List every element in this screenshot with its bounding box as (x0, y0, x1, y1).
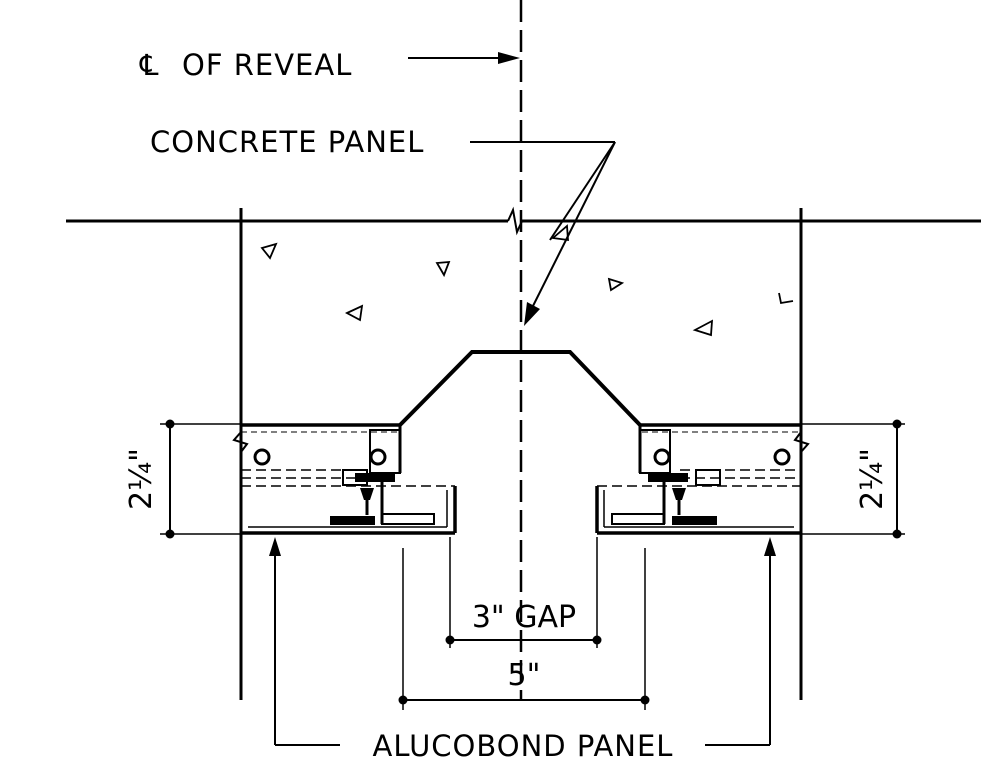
centerline-label: OF REVEAL (182, 48, 352, 82)
right-panel-assembly (595, 423, 810, 535)
concrete-panel-label: CONCRETE PANEL (150, 125, 424, 159)
right-height-dimension (801, 419, 905, 539)
gap-label: 3" GAP (472, 600, 576, 635)
width-label: 5" (508, 658, 541, 693)
gap-dimension (445, 537, 602, 648)
left-panel-assembly (232, 423, 457, 535)
reveal-form (398, 350, 642, 427)
left-height-label: 2¼" (124, 448, 159, 510)
left-height-dimension (160, 419, 241, 539)
right-bolt-inner (653, 448, 671, 466)
concrete-leader-arrowhead (524, 302, 540, 326)
right-bracket-break (793, 431, 810, 453)
concrete-leader-upper (549, 141, 616, 241)
centerline-arrowhead (498, 52, 520, 64)
centerline-symbol: ℄ (139, 48, 160, 82)
right-height-label: 2¼" (855, 448, 890, 510)
break-symbol (507, 206, 523, 236)
left-bracket-break (232, 431, 249, 453)
left-bolt-inner (369, 448, 387, 466)
alucobond-leaders (269, 537, 776, 746)
right-bolt-outer (773, 448, 791, 466)
alucobond-panel-label: ALUCOBOND PANEL (373, 729, 674, 763)
concrete-leader-lower (529, 141, 616, 313)
concrete-aggregate (260, 224, 794, 337)
width-dimension (398, 548, 650, 710)
left-bolt-outer (253, 448, 271, 466)
